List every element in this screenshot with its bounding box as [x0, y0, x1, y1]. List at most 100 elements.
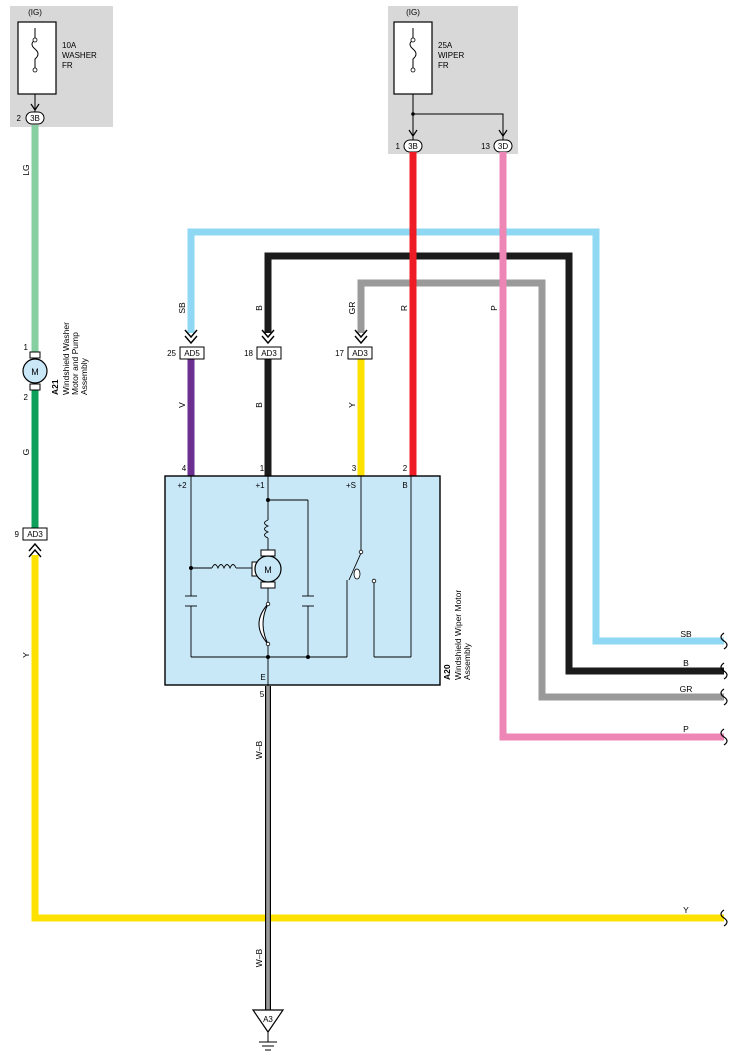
- wiper-motor-name-1: Windshield Wiper Motor: [453, 590, 463, 680]
- break-mark-icon: [720, 728, 728, 746]
- connector-id: AD3: [352, 349, 368, 358]
- washer-fuse-connector: [25, 111, 45, 125]
- connector-box: [179, 346, 205, 360]
- wiper-fuse-icon: [409, 28, 417, 70]
- terminal-plusS: +S: [346, 481, 356, 490]
- terminal-plus2: +2: [177, 481, 187, 490]
- coil-icon: [211, 564, 237, 570]
- wiper-pin-2: 2: [403, 464, 408, 473]
- washer-fuse-rating: 10A: [62, 41, 77, 50]
- washer-motor-code: A21: [50, 379, 60, 395]
- terminal-dot: [265, 601, 271, 607]
- wire-label-g: G: [21, 449, 31, 456]
- connector-ad5-sb: AD5 25: [167, 346, 205, 360]
- terminal-e: E: [260, 673, 265, 682]
- wiper-fuse-label-2: FR: [438, 61, 449, 70]
- washer-fuse-label-1: WASHER: [62, 51, 97, 60]
- wire-label-v: V: [177, 402, 187, 408]
- connector-box: [347, 346, 373, 360]
- wire-label-y-left: Y: [21, 652, 31, 658]
- wiper-fuse-arrow-icon: [408, 129, 418, 138]
- motor-brush-bottom: [260, 581, 276, 589]
- washer-fuse-connector-id: 3B: [30, 114, 40, 123]
- wire-y-washer: [31, 555, 724, 922]
- wire-label-gr: GR: [347, 302, 357, 315]
- break-mark-icon: [720, 662, 728, 680]
- connector-pin: 9: [15, 530, 20, 539]
- wiper-motor-symbol: M: [264, 565, 272, 575]
- switch-icon: [348, 552, 362, 581]
- washer-fuse-arrow-icon: [30, 103, 40, 112]
- wire-label-right-b: B: [683, 658, 689, 668]
- washer-motor-name-2: Motor and Pump: [70, 332, 80, 395]
- junction-dot: [411, 112, 415, 116]
- connector-ad3-b: AD3 18: [244, 346, 282, 360]
- motor-brush-bottom: [29, 383, 41, 391]
- washer-motor-pin-top: 1: [24, 343, 29, 352]
- motor-brush-top: [29, 351, 41, 359]
- washer-motor: M 1 2 A21 Windshield Washer Motor and Pu…: [22, 322, 89, 402]
- washer-fuse-source: (IG): [28, 8, 42, 17]
- wiper-internal-circuit: [185, 476, 412, 686]
- wiper-fuse-pin-2: 13: [481, 142, 490, 151]
- switch-contact: [371, 578, 377, 584]
- wire-label-y: Y: [347, 402, 357, 408]
- wire-label-right-p: P: [683, 724, 689, 734]
- junction-dot: [266, 655, 270, 659]
- wiper-pin-3: 3: [352, 464, 357, 473]
- double-arrow-icon: [261, 329, 275, 345]
- wiper-motor-assembly: 4 1 3 2 5 +2 +1 +S B E: [164, 464, 472, 699]
- motor-icon: [22, 358, 48, 384]
- coil-icon: [264, 519, 270, 539]
- connector-box: [22, 527, 48, 541]
- wire-label-sb: SB: [177, 302, 187, 314]
- ground-a3: A3: [251, 1009, 285, 1051]
- fuse-terminal-icon: [32, 67, 38, 73]
- wiper-fuse-branch: [413, 113, 504, 140]
- washer-fuse-body: [17, 21, 57, 95]
- connector-id: AD3: [261, 349, 277, 358]
- wire-label-lg: LG: [21, 164, 31, 175]
- junction-dot: [306, 655, 310, 659]
- terminal-b: B: [402, 481, 407, 490]
- wire-label-r: R: [399, 305, 409, 311]
- washer-motor-name-1: Windshield Washer: [61, 322, 71, 395]
- wire-label-p: P: [489, 305, 499, 311]
- wire-labels: LG G Y SB B GR R P V B Y W–B W–B SB B GR…: [21, 164, 692, 967]
- fuse-terminal-icon: [32, 37, 38, 43]
- ground-triangle-icon: [251, 1009, 285, 1034]
- washer-fuse-block: (IG) 10A WASHER FR 3B 2: [10, 6, 113, 127]
- connector-id: AD5: [184, 349, 200, 358]
- washer-motor-symbol: M: [31, 367, 39, 377]
- connector-ad3-washer: AD3 9: [15, 527, 48, 541]
- connector-pin: 25: [167, 349, 176, 358]
- wiper-motor-name-2: Assembly: [462, 642, 472, 680]
- switch-cam-icon: [353, 568, 361, 580]
- wire-label-right-sb: SB: [680, 629, 692, 639]
- washer-fuse-icon: [31, 28, 39, 70]
- wiper-fuse-connector-1-id: 3B: [408, 142, 418, 151]
- break-mark-icon: [720, 909, 728, 927]
- fuse-terminal-icon: [410, 37, 416, 43]
- wire-b: [264, 252, 724, 675]
- wiper-fuse-pin-1: 1: [396, 142, 401, 151]
- wire-label-wb-2: W–B: [254, 948, 264, 967]
- washer-fuse-pin: 2: [17, 114, 22, 123]
- wire-harness: [31, 125, 724, 922]
- wiper-motor-code: A20: [442, 664, 452, 680]
- wiper-pin-5: 5: [260, 690, 265, 699]
- wire-gr: [357, 279, 724, 701]
- wire-p: [499, 152, 724, 741]
- connector-ad3-gr: AD3 17: [335, 346, 373, 360]
- connector-box: [256, 346, 282, 360]
- connector-pin: 18: [244, 349, 253, 358]
- wire-label-b2: B: [254, 402, 264, 408]
- double-arrow-icon: [354, 329, 368, 345]
- wiper-fuse-connector-2-id: 3D: [498, 142, 508, 151]
- break-mark-icon: [720, 688, 728, 706]
- wiper-fuse-source: (IG): [406, 8, 420, 17]
- wiper-fuse-rating: 25A: [438, 41, 453, 50]
- connector-id: AD3: [27, 530, 43, 539]
- wire-label-right-y: Y: [683, 905, 689, 915]
